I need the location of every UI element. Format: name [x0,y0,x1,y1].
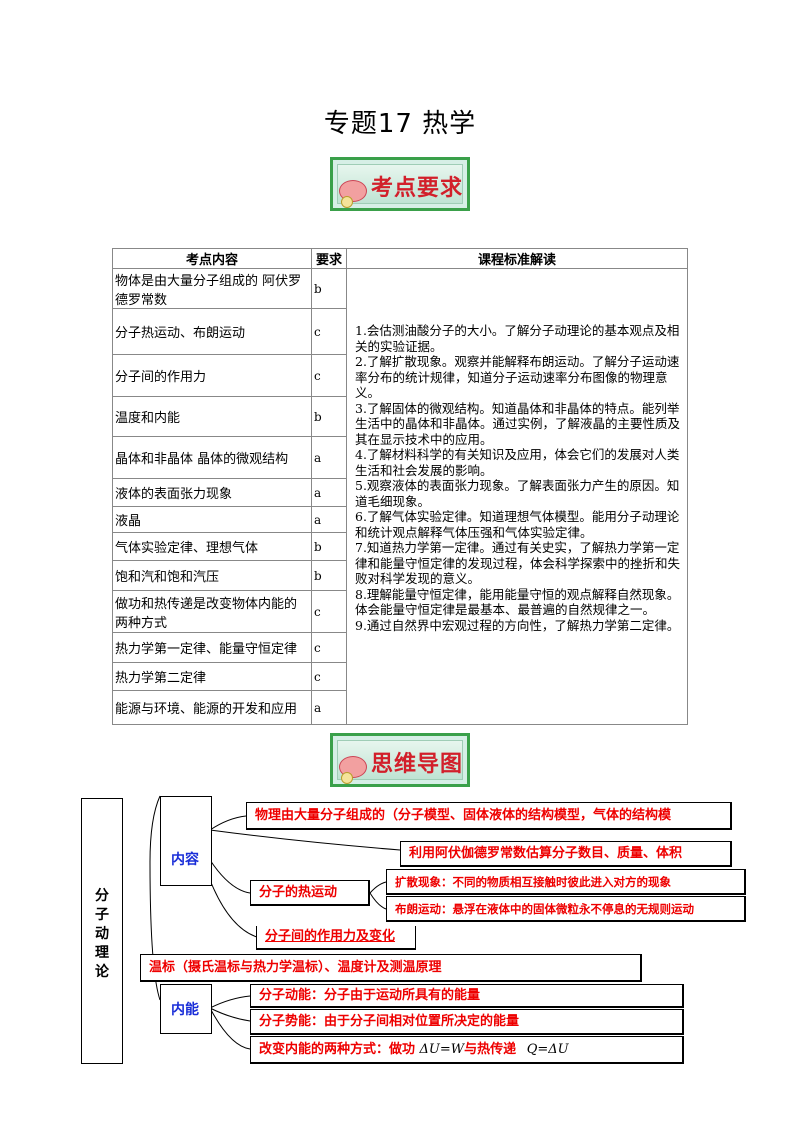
formula-work: ΔU=W [419,1042,465,1057]
topic-cell: 气体实验定律、理想气体 [112,532,312,561]
table-header-row: 考点内容 要求 课程标准解读 [112,248,688,269]
topic-cell: 能源与环境、能源的开发和应用 [112,690,312,725]
potential-energy-box: 分子势能：由于分子间相对位置所决定的能量 [250,1009,684,1035]
requirement-cell: c [311,590,347,633]
content-item-avogadro: 利用阿伏伽德罗常数估算分子数目、质量、体积 [400,841,732,867]
standards-cell: 1.会估测油酸分子的大小。了解分子动理论的基本观点及相关的实验证据。2.了解扩散… [346,268,688,725]
content-item-molecules: 物理由大量分子组成的（分子模型、固体液体的结构模型，气体的结构模 [246,802,732,830]
requirement-cell: c [311,354,347,397]
mindmap-content-label: 内容 [171,852,199,868]
banner-label: 考点要求 [371,176,464,201]
section-banner-mindmap: 思维导图 [330,733,470,787]
requirement-cell: b [311,560,347,591]
standard-item: 9.通过自然界中宏观过程的方向性，了解热力学第二定律。 [355,617,680,633]
section-banner-requirements: 考点要求 [330,157,470,211]
requirement-cell: c [311,632,347,663]
standard-item: 3.了解固体的微观结构。知道晶体和非晶体的特点。能列举生活中的晶体和非晶体。通过… [355,400,681,447]
banner-label: 思维导图 [371,752,464,777]
mindmap-internal-energy-label: 内能 [171,1002,199,1018]
topic-cell: 温度和内能 [112,396,312,437]
mindmap-content-box: 内容 [160,796,212,886]
standard-item: 6.了解气体实验定律。知道理想气体模型。能用分子动理论和统计观点解释气体压强和气… [355,509,680,540]
topic-cell: 分子热运动、布朗运动 [112,308,312,355]
page-title: 专题17 热学 [323,109,477,139]
thermal-motion-box: 分子的热运动 [250,880,370,906]
requirement-cell: b [311,532,347,561]
kinetic-energy-box: 分子动能：分子由于运动所具有的能量 [250,984,684,1008]
diffusion-box: 扩散现象：不同的物质相互接触时彼此进入对方的现象 [386,869,746,895]
formula-heat: Q=ΔU [526,1042,569,1057]
dot-decoration-icon [341,772,353,784]
standard-item: 2.了解扩散现象。观察并能解释布朗运动。了解分子运动速率分布的统计规律，知道分子… [355,354,680,400]
requirement-cell: b [311,396,347,437]
temperature-box: 温标（摄氏温标与热力学温标）、温度计及测温原理 [140,954,642,982]
dot-decoration-icon [341,196,353,208]
change-internal-energy-box: 改变内能的两种方式：做功 ΔU=W与热传递 Q=ΔU [250,1036,684,1064]
standard-item: 4.了解材料科学的有关知识及应用，体会它们的发展对人类生活和社会发展的影响。 [355,447,680,478]
requirement-cell: b [311,268,347,309]
requirement-cell: c [311,662,347,691]
change-prefix: 改变内能的两种方式：做功 [259,1042,416,1057]
mindmap-internal-energy-box: 内能 [160,984,212,1034]
standard-item: 7.知道热力学第一定律。通过有关史实，了解热力学第一定律和能量守恒定律的发现过程… [355,540,681,586]
topic-cell: 热力学第二定律 [112,662,312,691]
mindmap-root-box: 分子动理论 [81,798,123,1064]
brownian-box: 布朗运动：悬浮在液体中的固体微粒永不停息的无规则运动 [386,896,746,922]
standard-item: 5.观察液体的表面张力现象。了解表面张力产生的原因。知道毛细现象。 [355,478,680,509]
topic-cell: 物体是由大量分子组成的 阿伏罗德罗常数 [112,268,312,309]
requirement-cell: c [311,308,347,355]
change-mid: 与热传递 [464,1042,517,1057]
standard-item: 8.理解能量守恒定律，能用能量守恒的观点解释自然现象。体会能量守恒定律是最基本、… [355,586,680,618]
standard-item: 1.会估测油酸分子的大小。了解分子动理论的基本观点及相关的实验证据。 [355,323,680,354]
molecular-force-box: 分子间的作用力及变化 [256,926,416,950]
mindmap-root-label: 分子动理论 [95,888,109,980]
topic-cell: 液体的表面张力现象 [112,478,312,507]
requirement-cell: a [311,690,347,725]
topic-cell: 饱和汽和饱和汽压 [112,560,312,591]
requirement-cell: a [311,478,347,507]
topic-cell: 晶体和非晶体 晶体的微观结构 [112,436,312,479]
